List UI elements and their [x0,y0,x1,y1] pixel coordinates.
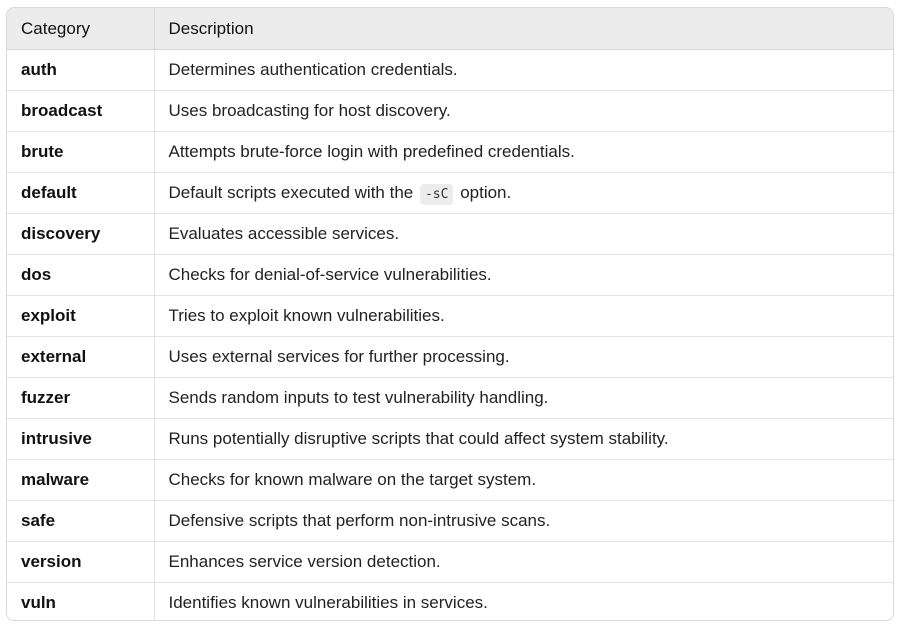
header-row: Category Description [7,8,893,50]
table-row: version Enhances service version detecti… [7,541,893,583]
category-cell: default [7,172,155,214]
category-cell: version [7,541,155,583]
table-row: dos Checks for denial-of-service vulnera… [7,254,893,296]
description-cell: Checks for denial-of-service vulnerabili… [154,254,893,296]
header-category: Category [7,8,155,50]
category-cell: fuzzer [7,377,155,419]
description-cell: Determines authentication credentials. [154,49,893,91]
inline-code: -sC [419,184,454,205]
table-row: broadcast Uses broadcasting for host dis… [7,90,893,132]
description-cell: Sends random inputs to test vulnerabilit… [154,377,893,419]
description-cell: Checks for known malware on the target s… [154,459,893,501]
table-body: auth Determines authentication credentia… [7,49,893,620]
table-header: Category Description [7,8,893,50]
table-row: vuln Identifies known vulnerabilities in… [7,582,893,620]
category-cell: safe [7,500,155,542]
description-cell: Uses external services for further proce… [154,336,893,378]
table-row: safe Defensive scripts that perform non-… [7,500,893,542]
description-cell: Attempts brute-force login with predefin… [154,131,893,173]
table-row: default Default scripts executed with th… [7,172,893,214]
table-row: brute Attempts brute-force login with pr… [7,131,893,173]
description-cell: Runs potentially disruptive scripts that… [154,418,893,460]
category-cell: exploit [7,295,155,337]
category-cell: broadcast [7,90,155,132]
table-row: fuzzer Sends random inputs to test vulne… [7,377,893,419]
category-cell: auth [7,49,155,91]
category-cell: dos [7,254,155,296]
categories-table: Category Description auth Determines aut… [7,8,893,620]
category-cell: brute [7,131,155,173]
description-text: option. [460,183,512,202]
category-cell: intrusive [7,418,155,460]
table-row: exploit Tries to exploit known vulnerabi… [7,295,893,337]
table-row: discovery Evaluates accessible services. [7,213,893,255]
category-cell: discovery [7,213,155,255]
table-row: auth Determines authentication credentia… [7,49,893,91]
description-cell: Enhances service version detection. [154,541,893,583]
category-cell: malware [7,459,155,501]
description-text: Default scripts executed with the [168,183,414,202]
description-cell: Evaluates accessible services. [154,213,893,255]
description-cell: Uses broadcasting for host discovery. [154,90,893,132]
description-cell: Tries to exploit known vulnerabilities. [154,295,893,337]
table-row: intrusive Runs potentially disruptive sc… [7,418,893,460]
category-cell: vuln [7,582,155,620]
category-cell: external [7,336,155,378]
table-row: external Uses external services for furt… [7,336,893,378]
table-row: malware Checks for known malware on the … [7,459,893,501]
nmap-script-categories-table: Category Description auth Determines aut… [6,7,894,621]
description-cell: Identifies known vulnerabilities in serv… [168,593,488,612]
header-description: Description [154,8,893,50]
description-cell: Defensive scripts that perform non-intru… [154,500,893,542]
description-cell: Default scripts executed with the -sC op… [154,172,893,214]
